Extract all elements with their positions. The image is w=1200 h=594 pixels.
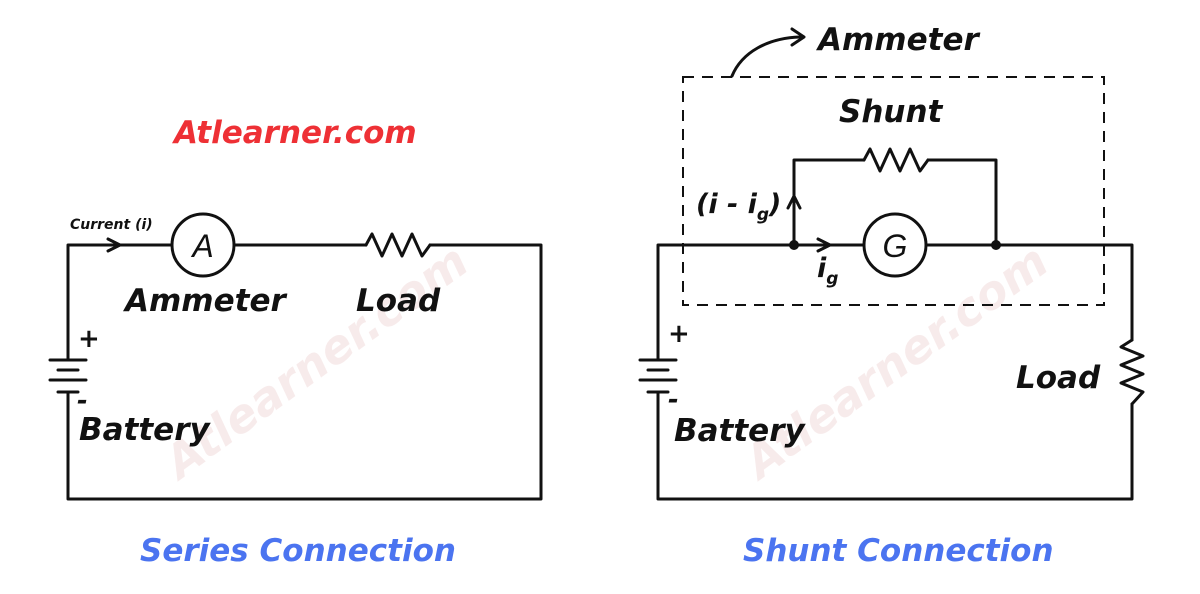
series-ammeter-label: Ammeter (122, 283, 287, 319)
series-load-label: Load (356, 283, 441, 319)
shunt-galvanometer-current-main: i (817, 253, 827, 284)
shunt-load-resistor-icon (1119, 338, 1145, 406)
shunt-caption: Shunt Connection (743, 533, 1054, 569)
shunt-branch-arrow-icon (786, 194, 802, 210)
shunt-ammeter-enclosure (682, 76, 1105, 306)
series-ammeter-circle (170, 212, 236, 278)
shunt-battery-icon (638, 358, 678, 394)
series-wire-top-left (66, 243, 174, 362)
shunt-branch-current-close: ) (768, 189, 781, 220)
shunt-galvanometer-current-sub: g (826, 269, 838, 289)
shunt-galvanometer-current-label: ig (817, 253, 838, 289)
shunt-circuit: Ammeter Shunt (i - ig) ig G Load (638, 22, 1145, 501)
shunt-branch-left (792, 158, 866, 247)
watermark-left: Atlearner.com (152, 234, 478, 491)
shunt-battery-label: Battery (674, 413, 806, 449)
shunt-junction-right (991, 240, 1001, 250)
series-load-resistor-icon (364, 232, 432, 258)
shunt-battery-plus: + (668, 319, 690, 349)
watermark-right: Atlearner.com (732, 234, 1058, 491)
shunt-branch-right (926, 158, 998, 247)
shunt-ammeter-label: Ammeter (815, 22, 980, 58)
shunt-branch-current-label: (i - ig) (696, 189, 781, 225)
series-ammeter-symbol: A (190, 228, 213, 264)
shunt-branch-current-main: (i - i (696, 189, 758, 220)
series-battery-minus: - (77, 386, 88, 416)
shunt-load-label: Load (1016, 360, 1101, 396)
series-current-arrow-icon (106, 237, 122, 253)
shunt-label: Shunt (839, 94, 944, 130)
series-wire-top-right (66, 243, 543, 501)
brand-title: Atlearner.com (171, 115, 417, 151)
series-battery-label: Battery (79, 412, 211, 448)
shunt-galvanometer-symbol: G (883, 228, 908, 264)
shunt-galvanometer-arrow-icon (816, 237, 832, 253)
shunt-junction-left (789, 240, 799, 250)
shunt-wire-bottom (656, 390, 1134, 501)
series-battery-icon (48, 358, 88, 394)
ammeter-pointer-arrowhead-icon (790, 27, 806, 47)
ammeter-pointer-arrow-icon (730, 35, 802, 78)
shunt-resistor-icon (862, 147, 930, 173)
series-caption: Series Connection (140, 533, 456, 569)
series-current-label: Current (i) (70, 217, 153, 233)
shunt-branch-current-sub: g (757, 205, 769, 225)
shunt-battery-minus: - (668, 385, 679, 415)
shunt-galvanometer-circle (862, 212, 928, 278)
series-circuit: Current (i) A Ammeter Load + - Battery (48, 212, 543, 501)
series-battery-plus: + (78, 324, 100, 354)
